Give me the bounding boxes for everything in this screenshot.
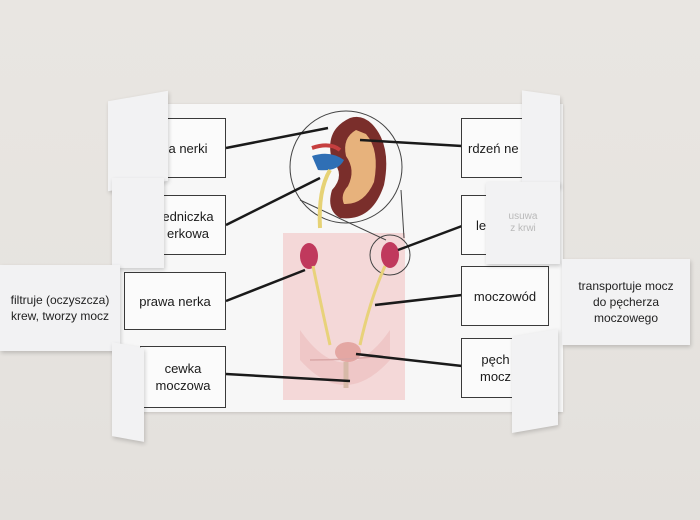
left-kidney-zoom-marker (369, 234, 411, 276)
connector-pelvis (225, 176, 321, 227)
connector-right-kidney (225, 268, 306, 303)
label-prawa-nerka: prawa nerka (124, 272, 226, 330)
zoom-circle (289, 110, 403, 224)
connector-left-kidney (397, 224, 463, 252)
right-ureter (311, 265, 332, 346)
connector-ureter (374, 293, 463, 307)
zoom-line-right (400, 189, 405, 239)
left-ureter (358, 265, 387, 346)
flap-left-description[interactable]: filtruje (oczyszcza) krew, tworzy mocz (0, 265, 120, 351)
bladder (335, 342, 361, 362)
flap-middle-right[interactable]: usuwa z krwi (486, 182, 560, 264)
kidney-ureter-zoom (317, 168, 332, 229)
left-kidney (381, 242, 399, 268)
pelvis-shape (300, 330, 390, 385)
connector-cortex (225, 126, 329, 150)
flap-right-description[interactable]: transportuje mocz do pęcherza moczowego (562, 259, 690, 345)
connector-urethra (225, 372, 351, 383)
flap-top-left[interactable] (108, 90, 168, 192)
kidney-vessels (312, 153, 344, 171)
connector-medulla (359, 138, 463, 148)
kidney-cortex (342, 130, 376, 205)
connector-bladder (355, 352, 463, 368)
label-moczowod: moczowód (461, 266, 549, 326)
right-kidney (300, 243, 318, 269)
flap-bottom-right[interactable] (512, 328, 558, 434)
zoom-line-left (299, 199, 387, 241)
flap-middle-left[interactable] (112, 178, 164, 268)
label-cewka-moczowa: cewka moczowa (140, 346, 226, 408)
flap-bottom-left[interactable] (112, 342, 144, 442)
label-pecherz-moczowy: pęch mocz (461, 338, 521, 398)
kidney-artery (311, 143, 342, 152)
flap-top-right[interactable] (522, 90, 560, 188)
